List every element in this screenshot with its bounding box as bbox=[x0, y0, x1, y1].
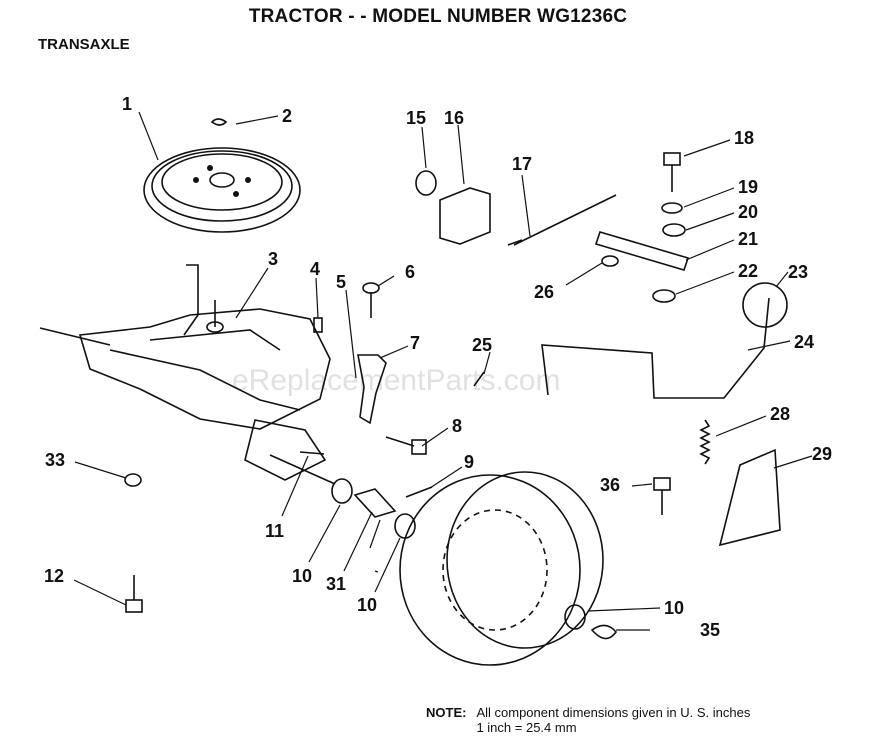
shoulder-screw-part bbox=[653, 477, 671, 515]
hex-nut-part bbox=[124, 473, 142, 487]
callout-3: 3 bbox=[268, 249, 278, 269]
callout-10b: 10 bbox=[357, 595, 377, 615]
callout-7: 7 bbox=[410, 333, 420, 353]
diagram-title: TRACTOR - - MODEL NUMBER WG1236C bbox=[248, 6, 628, 27]
callout-20: 20 bbox=[738, 202, 758, 222]
callout-9: 9 bbox=[464, 452, 474, 472]
callout-1: 1 bbox=[122, 94, 132, 114]
washer-part bbox=[331, 478, 353, 504]
dimension-note: NOTE: All component dimensions given in U… bbox=[426, 705, 750, 735]
callout-17: 17 bbox=[512, 154, 532, 174]
lever-plate-part bbox=[718, 448, 781, 547]
shift-knob-part bbox=[742, 282, 788, 328]
callout-19: 19 bbox=[738, 177, 758, 197]
callout-6: 6 bbox=[405, 262, 415, 282]
callout-5: 5 bbox=[336, 272, 346, 292]
shift-bracket-part bbox=[439, 187, 491, 245]
callout-25: 25 bbox=[472, 335, 492, 355]
callout-8: 8 bbox=[452, 416, 462, 436]
note-line-1: All component dimensions given in U. S. … bbox=[476, 705, 751, 720]
note-label: NOTE: bbox=[426, 705, 467, 720]
callout-31: 31 bbox=[326, 574, 346, 594]
lock-washer-part bbox=[661, 202, 683, 214]
hex-nut-part bbox=[601, 255, 619, 267]
shift-lever-part bbox=[541, 297, 770, 399]
shift-link-part bbox=[594, 231, 690, 271]
leader-lines bbox=[73, 111, 813, 631]
carriage-bolt-part bbox=[362, 282, 380, 318]
callout-36: 36 bbox=[600, 475, 620, 495]
washer-part bbox=[394, 513, 416, 539]
callout-24: 24 bbox=[794, 332, 814, 352]
pulley-part bbox=[143, 147, 301, 233]
callout-11: 11 bbox=[265, 521, 284, 541]
callout-28: 28 bbox=[770, 404, 790, 424]
hex-bolt-part bbox=[385, 436, 427, 455]
callout-12: 12 bbox=[44, 566, 64, 586]
tire-part bbox=[399, 471, 604, 666]
shift-rod-part bbox=[507, 194, 617, 246]
flat-washer-part bbox=[415, 170, 437, 196]
callout-23: 23 bbox=[788, 262, 808, 282]
note-line-2: 1 inch = 25.4 mm bbox=[476, 720, 577, 735]
callout-33: 33 bbox=[45, 450, 65, 470]
roll-pin-part bbox=[405, 486, 433, 498]
section-title: TRANSAXLE bbox=[38, 36, 130, 53]
watermark-text: eReplacementParts.com bbox=[232, 364, 560, 397]
flat-washer-part bbox=[652, 289, 676, 303]
shoulder-bolt-part bbox=[125, 575, 143, 613]
callout-35: 35 bbox=[700, 620, 720, 640]
callout-2: 2 bbox=[282, 106, 292, 126]
callout-29: 29 bbox=[812, 444, 832, 464]
hairpin-part bbox=[473, 371, 485, 387]
callout-15: 15 bbox=[406, 108, 426, 128]
axle-key-part bbox=[299, 451, 325, 455]
spacer-part bbox=[353, 488, 397, 518]
bracket-part bbox=[357, 354, 387, 425]
hex-bolt-part bbox=[663, 152, 681, 192]
retainer-clip-part bbox=[590, 624, 618, 640]
callout-22: 22 bbox=[738, 261, 758, 281]
flat-washer-part bbox=[662, 223, 686, 237]
extension-spring-part bbox=[699, 419, 711, 465]
callout-16: 16 bbox=[444, 108, 464, 128]
callout-10c: 10 bbox=[664, 598, 684, 618]
callout-10a: 10 bbox=[292, 566, 312, 586]
callout-26: 26 bbox=[534, 282, 554, 302]
callout-18: 18 bbox=[734, 128, 754, 148]
woodruff-key-part bbox=[210, 118, 228, 126]
callout-4: 4 bbox=[310, 259, 320, 279]
callout-21: 21 bbox=[738, 229, 758, 249]
